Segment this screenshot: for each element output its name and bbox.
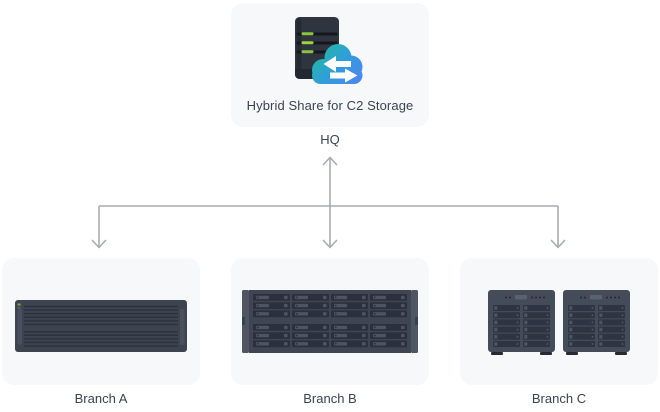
dual-tower-nas-icon [488,290,630,355]
rackmount-drive-bay-server-icon [242,290,418,353]
branch-a-card [2,258,200,385]
branch-b-card [231,258,429,385]
branch-c-card [460,258,658,385]
branch-c-label: Branch C [531,391,587,406]
cloud-sync-icon [312,44,363,84]
arrowhead-down-icon [550,239,566,249]
hq-label: HQ [320,132,340,147]
branch-b-label: Branch B [303,391,357,406]
arrow-right-icon [330,68,358,83]
arrow-left-icon [323,56,351,72]
arrowhead-up-icon [322,156,338,166]
hybrid-share-icon [295,17,365,89]
rackmount-server-icon [15,300,187,352]
branch-a-label: Branch A [74,391,128,406]
arrowhead-down-icon [91,239,107,249]
hq-card: Hybrid Share for C2 Storage [231,3,429,127]
arrowhead-down-icon [322,239,338,249]
hq-card-title: Hybrid Share for C2 Storage [246,98,414,113]
